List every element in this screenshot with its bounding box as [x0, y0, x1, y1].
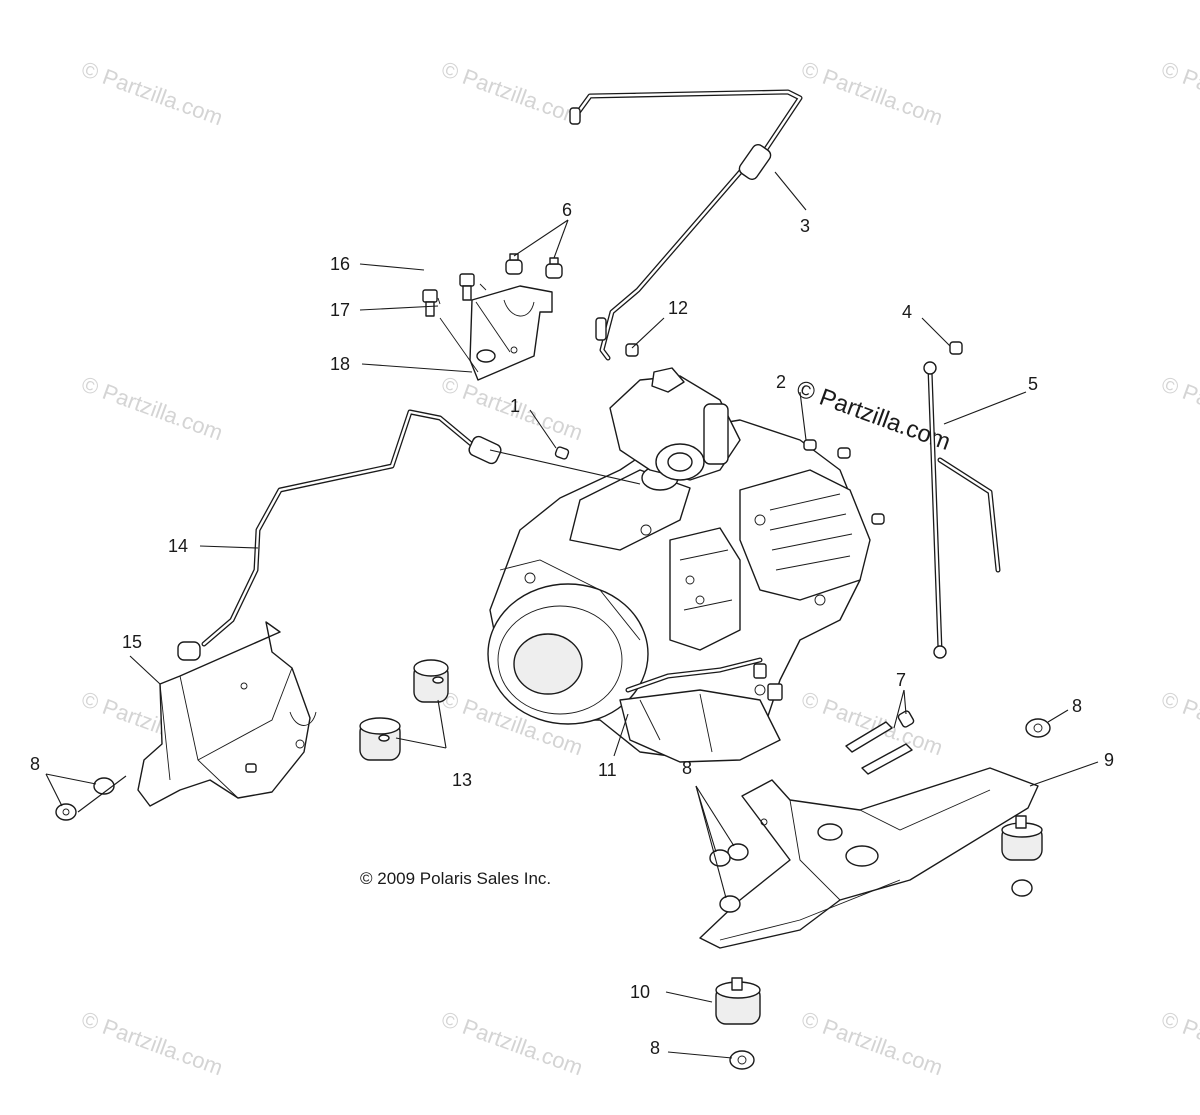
callout-8c: 8 — [682, 758, 692, 778]
callout-8b: 8 — [1072, 696, 1082, 716]
part-14-hose — [177, 409, 502, 661]
callout-2: 2 — [776, 372, 786, 392]
leader-lines — [45, 171, 1099, 1059]
callout-17: 17 — [330, 300, 350, 320]
callout-18: 18 — [330, 354, 350, 374]
part-13-mount — [413, 659, 449, 703]
part-5-rod — [923, 361, 1001, 659]
callout-9: 9 — [1104, 750, 1114, 770]
part-1-bolt — [554, 446, 570, 460]
watermark: © Partzilla.com — [78, 56, 226, 130]
part-8-nut-center — [709, 843, 749, 913]
callout-16: 16 — [330, 254, 350, 274]
callout-8a: 8 — [30, 754, 40, 774]
part-13-mount-2 — [359, 717, 401, 761]
part-16-bolt-2 — [459, 273, 475, 301]
watermark: © Partzilla.com — [78, 1006, 226, 1080]
part-8-nut — [55, 777, 115, 821]
part-8-nut-right — [1025, 718, 1051, 738]
callout-14: 14 — [168, 536, 188, 556]
watermark: © Partzilla.com — [798, 686, 946, 760]
watermark: © Partzilla.com — [438, 1006, 586, 1080]
watermark: © Partzilla.com — [798, 1006, 946, 1080]
callout-13: 13 — [452, 770, 472, 790]
part-10-mount — [715, 977, 761, 1025]
part-12-clip — [625, 343, 639, 357]
part-17-washers — [437, 283, 511, 373]
callout-1: 1 — [510, 396, 520, 416]
part-9-bracket — [699, 767, 1039, 949]
callout-12: 12 — [668, 298, 688, 318]
watermark: © Partzilla.com — [438, 56, 586, 130]
part-3-line — [569, 89, 803, 361]
part-16-bolt — [422, 289, 438, 317]
part-7-bolts — [845, 710, 915, 775]
part-11-engine — [487, 367, 871, 763]
callout-15: 15 — [122, 632, 142, 652]
watermark: © Partzilla.com — [78, 371, 226, 445]
part-15-bracket — [137, 621, 317, 807]
part-6-nut — [505, 253, 523, 275]
watermark: © Partzilla.com — [1158, 686, 1200, 760]
callout-5: 5 — [1028, 374, 1038, 394]
part-10-mount-right — [1001, 815, 1043, 897]
callout-10: 10 — [630, 982, 650, 1002]
part-18-bracket — [469, 285, 553, 381]
callout-7: 7 — [896, 670, 906, 690]
callout-4: 4 — [902, 302, 912, 322]
callout-8d: 8 — [650, 1038, 660, 1058]
part-6-nut-2 — [545, 257, 563, 279]
callout-6: 6 — [562, 200, 572, 220]
callout-3: 3 — [800, 216, 810, 236]
watermark: © Partzilla.com — [1158, 371, 1200, 445]
copyright-text: © 2009 Polaris Sales Inc. — [360, 869, 551, 888]
part-8-nut-bottom — [729, 1050, 755, 1070]
watermark: © Partzilla.com — [1158, 1006, 1200, 1080]
callouts: 1 2 3 4 5 6 7 8 8 8 8 9 10 11 12 13 14 1… — [30, 200, 1114, 1058]
watermark: © Partzilla.com — [798, 56, 946, 130]
callout-11: 11 — [598, 760, 617, 780]
part-4-bolt — [949, 341, 963, 355]
watermark: © Partzilla.com — [1158, 56, 1200, 130]
part-2-bolts — [803, 439, 885, 525]
